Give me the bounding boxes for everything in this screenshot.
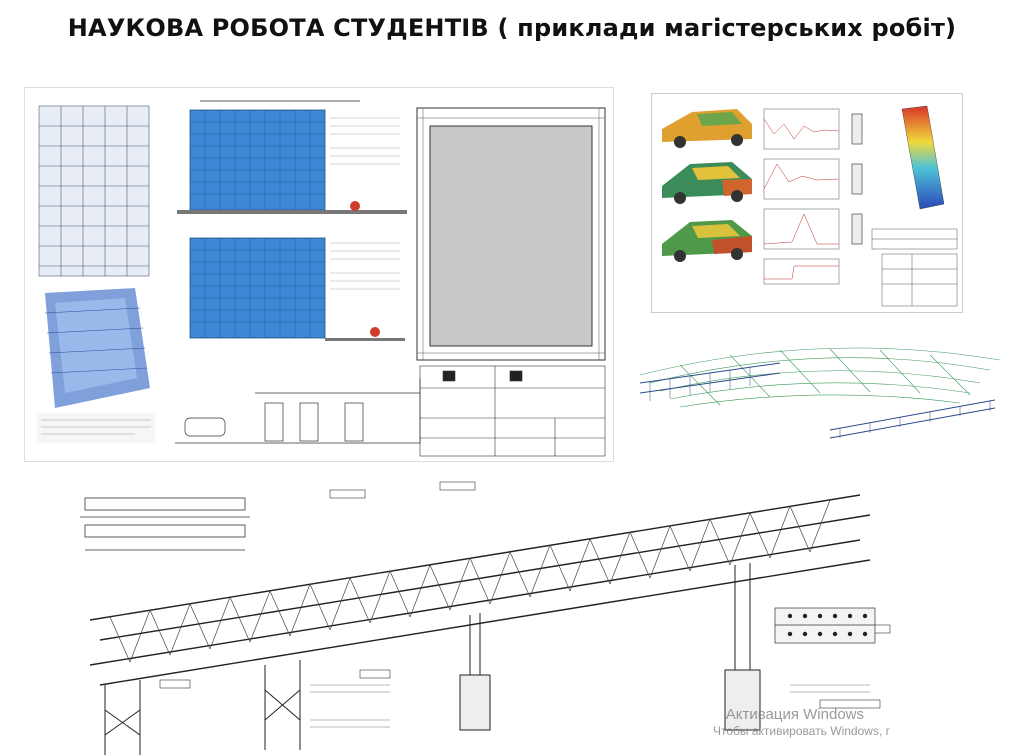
column-sketches <box>851 113 863 245</box>
poster-building-protection <box>24 87 614 462</box>
truss-gallery-svg <box>80 481 891 755</box>
response-graphs <box>763 108 840 285</box>
windows-activation-watermark: Активация Windows <box>725 706 864 723</box>
space-truss-drawing <box>640 347 1000 439</box>
slide-title: НАУКОВА РОБОТА СТУДЕНТІВ ( приклади магі… <box>67 14 957 42</box>
frame-3d-model <box>38 105 150 277</box>
facade-grid-top <box>177 109 407 214</box>
building-plan <box>416 107 606 361</box>
supports <box>104 563 761 755</box>
stress-field-column <box>901 105 945 210</box>
truss-gallery-drawing <box>60 470 990 755</box>
detail-plate <box>80 497 250 551</box>
car-model-3 <box>662 220 752 262</box>
facade-grid-bottom <box>189 237 405 341</box>
truss-web <box>109 499 831 663</box>
bolt-plate-detail <box>774 607 876 644</box>
poster-vehicle-impact <box>651 93 963 313</box>
vehicle-impact-drawing <box>662 105 958 307</box>
car-model-2 <box>662 162 752 204</box>
poster-drawing <box>37 94 606 457</box>
car-model-1 <box>662 109 752 148</box>
frame-deformed-model <box>44 288 150 408</box>
windows-activation-hint: Чтобы активировать Windows, г <box>712 724 890 738</box>
title-block <box>419 365 606 457</box>
space-truss-canopy <box>640 335 1000 440</box>
section-drawing <box>175 378 421 444</box>
